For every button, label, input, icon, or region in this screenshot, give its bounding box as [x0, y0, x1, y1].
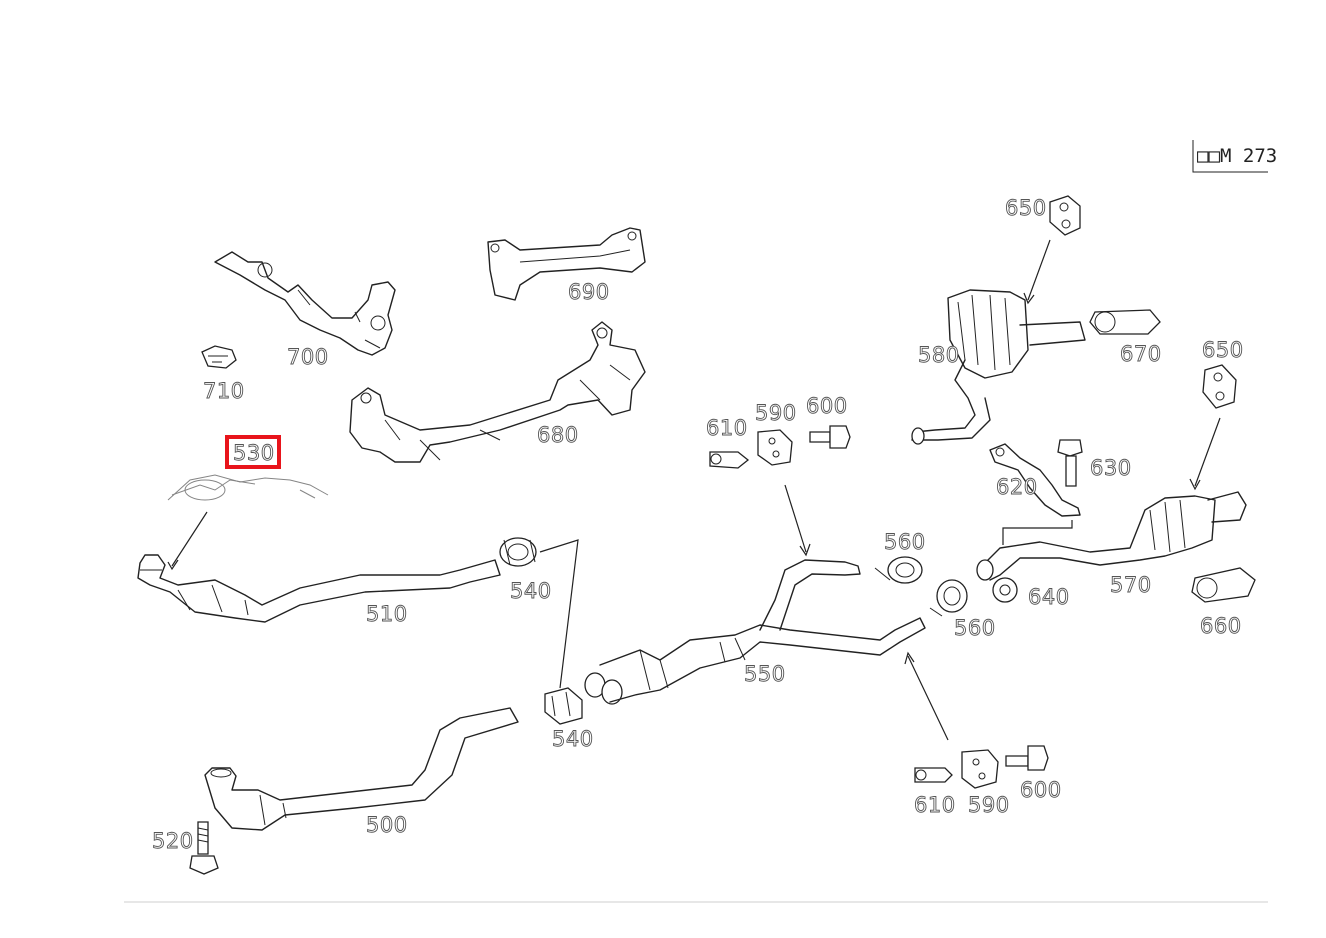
- part-520-bolt[interactable]: [189, 821, 219, 875]
- callout-560-lower[interactable]: 560: [954, 616, 996, 641]
- part-680-crossmember[interactable]: [349, 321, 646, 463]
- callout-540-upper[interactable]: 540: [510, 579, 552, 604]
- callout-520[interactable]: 520: [152, 829, 194, 854]
- part-530-oxygen-sensor[interactable]: [167, 474, 329, 501]
- part-610-bolt-lower[interactable]: [914, 767, 953, 783]
- part-630-bolt[interactable]: [1057, 439, 1083, 487]
- callout-500[interactable]: 500: [366, 813, 408, 838]
- part-590-rubber-mount-lower[interactable]: [961, 749, 999, 789]
- callout-650-upper[interactable]: 650: [1005, 196, 1047, 221]
- callout-600-lower[interactable]: 600: [1020, 778, 1062, 803]
- callout-610-upper[interactable]: 610: [706, 416, 748, 441]
- part-500-front-pipe[interactable]: [204, 707, 519, 831]
- part-570-rear-pipe[interactable]: [976, 491, 1247, 581]
- pointer-590-upper: [784, 484, 807, 553]
- callout-570[interactable]: 570: [1110, 573, 1152, 598]
- callout-590-upper[interactable]: 590: [755, 401, 797, 426]
- part-620-bracket[interactable]: [989, 443, 1081, 517]
- pointer-590-lower: [907, 655, 949, 741]
- callout-540-lower[interactable]: 540: [552, 727, 594, 752]
- engine-tag: □□ M 273: [1192, 140, 1277, 173]
- part-670-tailpipe-trim[interactable]: [1089, 309, 1161, 335]
- engine-tag-label: M 273: [1220, 145, 1277, 167]
- part-690-bracket[interactable]: [487, 227, 646, 301]
- callout-710[interactable]: 710: [203, 379, 245, 404]
- part-560-clamp-upper[interactable]: [874, 556, 923, 584]
- callout-630[interactable]: 630: [1090, 456, 1132, 481]
- callout-610-lower[interactable]: 610: [914, 793, 956, 818]
- pointer-540: [539, 539, 579, 689]
- part-600-bolt-lower[interactable]: [1005, 745, 1049, 771]
- part-700-bracket[interactable]: [214, 251, 396, 356]
- callout-580[interactable]: 580: [918, 343, 960, 368]
- selected-part-highlight: [225, 435, 281, 469]
- part-610-bolt-upper[interactable]: [709, 451, 750, 469]
- callout-590-lower[interactable]: 590: [968, 793, 1010, 818]
- part-550-y-pipe[interactable]: [584, 559, 926, 705]
- callout-640[interactable]: 640: [1028, 585, 1070, 610]
- callout-510[interactable]: 510: [366, 602, 408, 627]
- part-600-bolt-upper[interactable]: [809, 425, 851, 449]
- callout-550[interactable]: 550: [744, 662, 786, 687]
- part-580-rear-muffler[interactable]: [911, 289, 1086, 445]
- pointer-650-lower: [1194, 417, 1221, 487]
- pointer-530: [171, 511, 208, 567]
- part-710-clip[interactable]: [201, 345, 237, 369]
- callout-660[interactable]: 660: [1200, 614, 1242, 639]
- callout-labels: 510 500 520 530 540 540 550 560 560 570 …: [152, 196, 1244, 854]
- part-650-hanger-upper[interactable]: [1049, 195, 1081, 236]
- callout-670[interactable]: 670: [1120, 342, 1162, 367]
- engine-tag-prefix: □□: [1197, 145, 1220, 167]
- part-510-front-pipe[interactable]: [137, 554, 501, 623]
- pointer-650-upper: [1027, 239, 1051, 301]
- pointer-620: [1002, 520, 1073, 545]
- callout-700[interactable]: 700: [287, 345, 329, 370]
- callout-600-upper[interactable]: 600: [806, 394, 848, 419]
- part-560-clamp-lower[interactable]: [929, 579, 968, 617]
- part-590-rubber-mount-upper[interactable]: [757, 429, 793, 466]
- callout-560-upper[interactable]: 560: [884, 530, 926, 555]
- callout-530[interactable]: 530: [233, 441, 275, 466]
- part-540-clamp-lower[interactable]: [544, 687, 583, 725]
- callout-650-lower[interactable]: 650: [1202, 338, 1244, 363]
- part-650-hanger-lower[interactable]: [1202, 364, 1237, 409]
- part-540-clamp-upper[interactable]: [499, 537, 537, 567]
- callout-620[interactable]: 620: [996, 475, 1038, 500]
- part-660-tailpipe-trim[interactable]: [1191, 567, 1256, 603]
- callout-680[interactable]: 680: [537, 423, 579, 448]
- part-640-grommet[interactable]: [992, 577, 1018, 603]
- callout-690[interactable]: 690: [568, 280, 610, 305]
